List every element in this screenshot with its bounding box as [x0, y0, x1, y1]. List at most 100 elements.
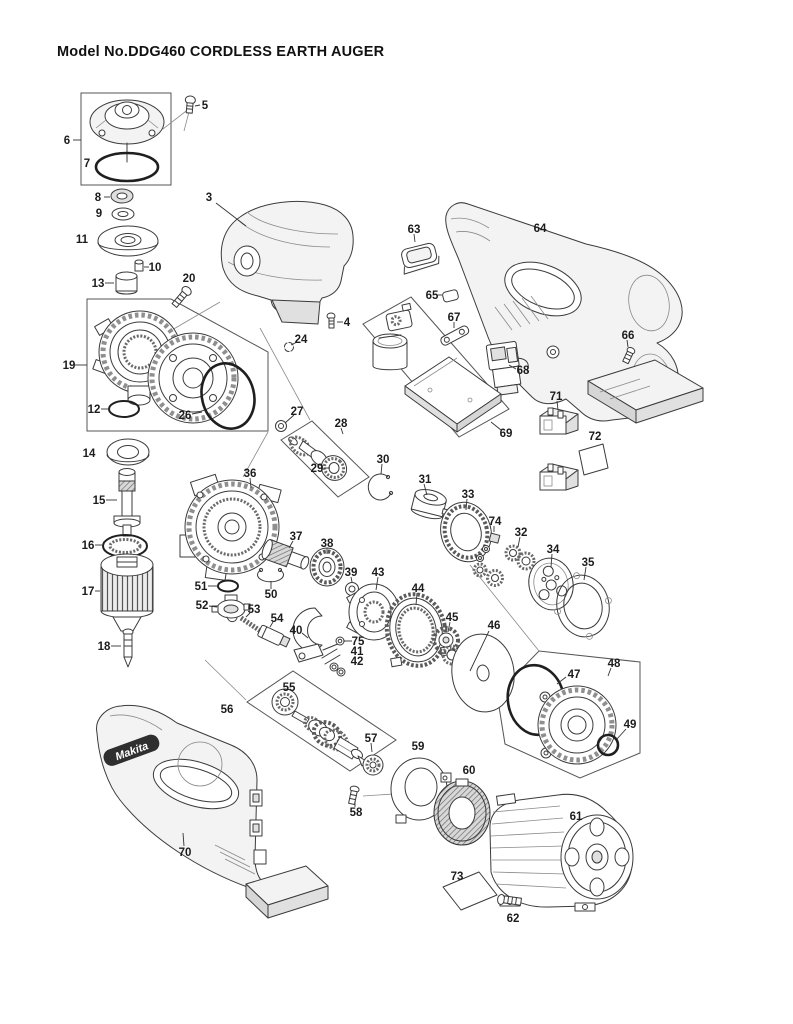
- part-24-ring: [284, 342, 294, 352]
- leader-line-45: [447, 621, 451, 633]
- part-15-spindle: [113, 468, 141, 537]
- part-42-screws: [329, 662, 346, 677]
- part-19-gear-head-assembly: [92, 310, 239, 424]
- part-51-o-ring: [217, 579, 239, 593]
- part-label-20: 20: [183, 273, 196, 285]
- part-label-59: 59: [412, 741, 425, 753]
- part-62-screw: [497, 893, 522, 906]
- part-label-18: 18: [98, 641, 111, 653]
- part-57-bearing: [362, 754, 384, 776]
- box-56: [246, 670, 397, 772]
- part-68-switch: [485, 341, 529, 396]
- leader-line-35: [583, 566, 587, 581]
- part-label-41: 41: [351, 646, 364, 658]
- part-label-58: 58: [350, 807, 363, 819]
- leader-line-47: [556, 676, 567, 685]
- part-label-47: 47: [568, 669, 581, 681]
- leader-line-34: [550, 553, 553, 568]
- part-label-57: 57: [365, 733, 378, 745]
- part-32-pinion-gears: [472, 544, 536, 587]
- leader-line-5: [194, 104, 201, 107]
- part-72-sheet: [578, 443, 609, 476]
- part-63-button: [401, 242, 440, 275]
- leader-line-54: [269, 621, 274, 628]
- part-11-disc: [97, 225, 159, 257]
- part-label-12: 12: [88, 404, 101, 416]
- leader-line-28: [340, 427, 344, 435]
- part-60-stator: [433, 778, 491, 846]
- leader-line-26: [191, 411, 203, 415]
- part-75-nut: [335, 636, 345, 646]
- part-30-snap-ring: [367, 473, 394, 501]
- leader-line-44: [415, 592, 418, 606]
- part-label-62: 62: [507, 913, 520, 925]
- part-54-brush-holder: [257, 624, 291, 648]
- part-33-bearing-ring: [440, 501, 492, 563]
- leader-line-63: [413, 233, 416, 243]
- box-69: [362, 296, 510, 438]
- part-label-6: 6: [64, 135, 70, 147]
- leader-line-69: [490, 421, 502, 431]
- box-28: [280, 420, 370, 498]
- leader-line-46: [469, 630, 490, 672]
- part-label-63: 63: [408, 224, 421, 236]
- part-67-lever: [440, 325, 470, 346]
- part-label-4: 4: [344, 317, 351, 329]
- part-label-11: 11: [76, 234, 89, 246]
- part-31-spindle-hub: [410, 489, 458, 520]
- leader-line-37: [288, 540, 294, 549]
- part-label-50: 50: [265, 589, 278, 601]
- part-74-nut: [476, 532, 501, 562]
- part-label-68: 68: [517, 365, 530, 377]
- part-label-15: 15: [93, 495, 106, 507]
- part-41-pins: [321, 648, 341, 665]
- part-38-bearing: [309, 547, 345, 587]
- part-label-5: 5: [202, 100, 209, 112]
- part-label-32: 32: [515, 527, 528, 539]
- page-title: Model No.DDG460 CORDLESS EARTH AUGER: [57, 44, 385, 60]
- part-label-28: 28: [335, 418, 348, 430]
- box-19: [86, 298, 269, 432]
- leader-line-27: [284, 414, 295, 424]
- part-label-72: 72: [589, 431, 602, 443]
- part-52-cam-assembly: [211, 594, 251, 623]
- part-label-44: 44: [412, 583, 425, 595]
- leader-line-48: [607, 667, 612, 677]
- part-9-washer: [111, 207, 135, 221]
- part-label-74: 74: [489, 516, 502, 528]
- part-label-42: 42: [351, 656, 364, 668]
- part-71-terminal-blocks: [539, 407, 579, 491]
- part-label-40: 40: [290, 625, 303, 637]
- part-label-3: 3: [206, 192, 212, 204]
- part-44-ring-gear: [384, 592, 453, 668]
- part-label-29: 29: [311, 463, 324, 475]
- leader-line-31: [423, 483, 428, 496]
- leader-line-49: [616, 728, 627, 740]
- part-label-38: 38: [321, 538, 334, 550]
- part-label-37: 37: [290, 531, 303, 543]
- part-50-snap-ring: [257, 567, 284, 583]
- part-label-64: 64: [534, 223, 547, 235]
- part-27-washer: [275, 420, 287, 432]
- part-53-spring: [239, 615, 264, 635]
- part-14-bearing: [106, 438, 150, 466]
- part-13-spacer: [115, 271, 138, 295]
- leader-line-39: [350, 576, 353, 583]
- part-49-o-ring: [596, 733, 620, 757]
- part-40-shift-fork: [292, 607, 346, 663]
- leader-line-66: [626, 339, 629, 348]
- part-66-screw: [622, 346, 636, 365]
- part-label-26: 26: [179, 410, 192, 422]
- part-18-shaft: [122, 628, 134, 668]
- part-37-gear-shaft: [261, 539, 310, 570]
- part-12-o-ring: [108, 400, 140, 418]
- part-8-nut: [110, 188, 134, 204]
- part-label-73: 73: [451, 871, 464, 883]
- leader-line-24: [290, 341, 298, 346]
- part-label-51: 51: [195, 581, 208, 593]
- part-58-screw: [348, 785, 360, 805]
- part-26-o-ring: [200, 362, 256, 430]
- part-label-9: 9: [96, 208, 102, 220]
